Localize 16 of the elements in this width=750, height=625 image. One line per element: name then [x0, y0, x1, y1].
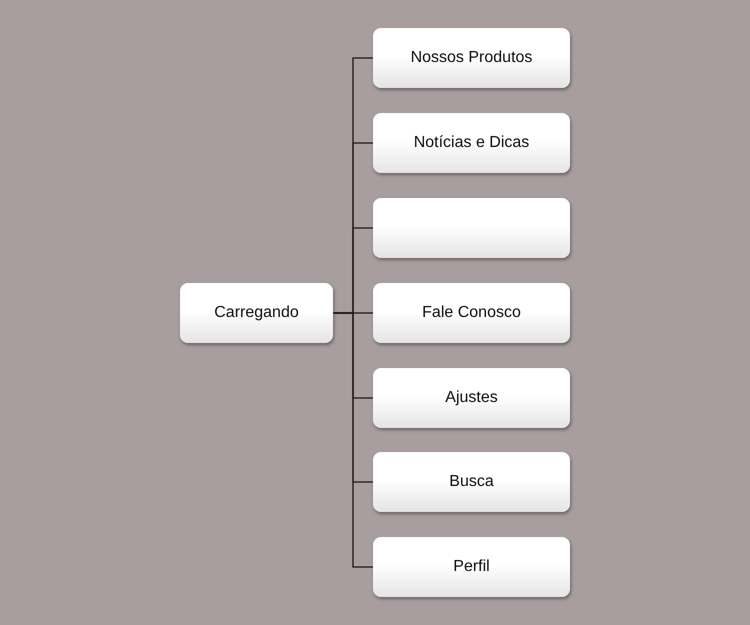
menu-box	[373, 28, 570, 88]
box-label: Busca	[449, 472, 494, 492]
menu-box	[373, 368, 570, 428]
menu-box	[373, 113, 570, 173]
box-label: Ajustes	[445, 388, 498, 408]
menu-box	[373, 283, 570, 343]
box-label: Nossos Produtos	[410, 48, 532, 68]
menu-box	[373, 198, 570, 258]
box-label: Carregando	[214, 303, 299, 323]
menu-box	[180, 283, 333, 343]
connector-line	[333, 312, 373, 568]
box-label: Fale Conosco	[422, 303, 521, 323]
box-label: Notícias e Dicas	[414, 133, 530, 153]
menu-box	[373, 537, 570, 597]
menu-box	[373, 452, 570, 512]
box-label: Perfil	[453, 557, 490, 577]
